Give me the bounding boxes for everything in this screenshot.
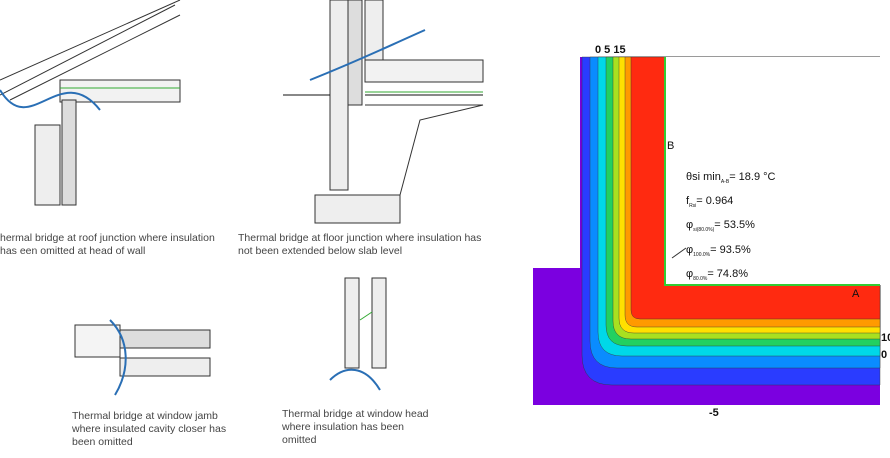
phi3-label: φ [686, 267, 694, 280]
caption-roof: hermal bridge at roof junction where ins… [0, 232, 215, 257]
phi2-value: = 93.5% [710, 243, 751, 256]
window-head-drawing [329, 277, 387, 391]
surface-line [664, 57, 880, 286]
leader-line [671, 247, 687, 259]
results-annotation: θsi minA-B= 18.9 °C fRsi= 0.964 φsi(80.0… [686, 168, 775, 289]
interior-area [665, 57, 890, 285]
theta-value: = 18.9 °C [729, 171, 776, 183]
top-ticks: 0 5 15 [595, 44, 626, 56]
window-jamb-drawing [74, 319, 211, 396]
phi2-label: φ [686, 243, 694, 256]
phi1-sub: si(80.0%) [693, 227, 715, 234]
point-b: B [667, 140, 675, 152]
phi1-label: φ [686, 219, 694, 232]
label-minus5: -5 [709, 407, 719, 419]
phi2-sub: 100.0% [693, 251, 711, 258]
f-sub: Rsi [689, 203, 697, 210]
caption-floor: Thermal bridge at floor junction where i… [238, 232, 482, 257]
label-10: 10 [881, 332, 890, 344]
label-0: 0 [881, 349, 888, 361]
phi1-value: = 53.5% [714, 219, 755, 232]
f-value: = 0.964 [696, 195, 734, 208]
phi3-sub: 80.0% [693, 275, 708, 282]
theta-label: θsi min [686, 171, 721, 183]
phi3-value: = 74.8% [707, 267, 748, 280]
thermal-simulation-plot [533, 56, 890, 405]
caption-jamb: Thermal bridge at window jamb where insu… [72, 410, 227, 448]
caption-head: Thermal bridge at window head where insu… [282, 408, 429, 446]
roof-junction-drawing [0, 0, 181, 206]
f-label: f [686, 195, 690, 208]
point-a: A [852, 288, 860, 300]
floor-junction-drawing [283, 0, 484, 224]
theta-sub: A-B [720, 179, 730, 186]
